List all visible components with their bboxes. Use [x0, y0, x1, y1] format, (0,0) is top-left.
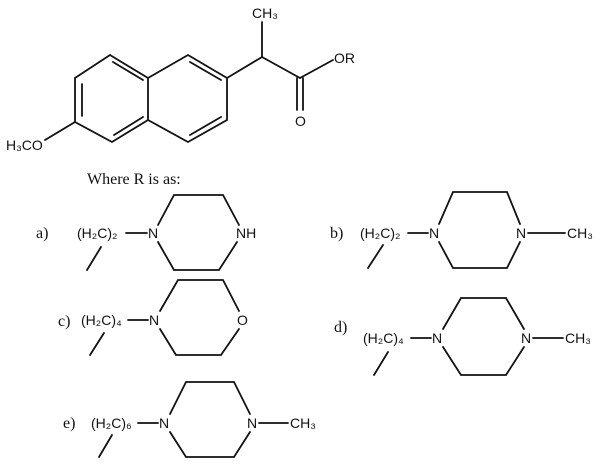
label-a: a) — [36, 225, 48, 242]
caption: Where R is as: — [87, 171, 181, 188]
methyl-e: CH₃ — [290, 415, 316, 431]
n1-d: N — [432, 330, 442, 346]
label-b: b) — [330, 225, 343, 242]
carbonyl-oxygen-label: O — [295, 113, 306, 129]
methyl-label: CH₃ — [252, 5, 278, 21]
n1-e: N — [159, 415, 169, 431]
substituent-a: a) (H₂C)₂ N NH — [36, 194, 256, 271]
label-c: c) — [58, 313, 70, 330]
methoxy-label: H₃CO — [6, 137, 43, 153]
substituent-c: c) (H₂C)₄ N O — [58, 279, 248, 356]
label-d: d) — [334, 319, 347, 336]
n1-a: N — [148, 225, 158, 241]
n1-c: N — [149, 312, 159, 328]
methyl-d: CH₃ — [565, 330, 591, 346]
chain-e: (H₂C)₆ — [91, 415, 132, 431]
substituent-d: d) (H₂C)₄ N N CH₃ — [334, 297, 591, 376]
n2-d: N — [521, 330, 531, 346]
oxygen-c: O — [237, 312, 248, 328]
n2-e: N — [247, 415, 257, 431]
chain-c: (H₂C)₄ — [81, 312, 122, 328]
chain-d: (H₂C)₄ — [363, 330, 404, 346]
ester-or-label: OR — [334, 50, 355, 66]
chain-a: (H₂C)₂ — [77, 225, 117, 241]
chain-b: (H₂C)₂ — [360, 225, 400, 241]
n1-b: N — [429, 225, 439, 241]
methyl-b: CH₃ — [567, 225, 593, 241]
nh-a: NH — [236, 225, 256, 241]
label-e: e) — [63, 415, 75, 432]
naphthalene-ring — [74, 53, 228, 144]
propanoate-chain — [44, 21, 334, 141]
n2-b: N — [516, 225, 526, 241]
substituent-b: b) (H₂C)₂ N N CH₃ — [330, 191, 593, 269]
substituent-e: e) (H₂C)₆ N N CH₃ — [63, 381, 316, 458]
